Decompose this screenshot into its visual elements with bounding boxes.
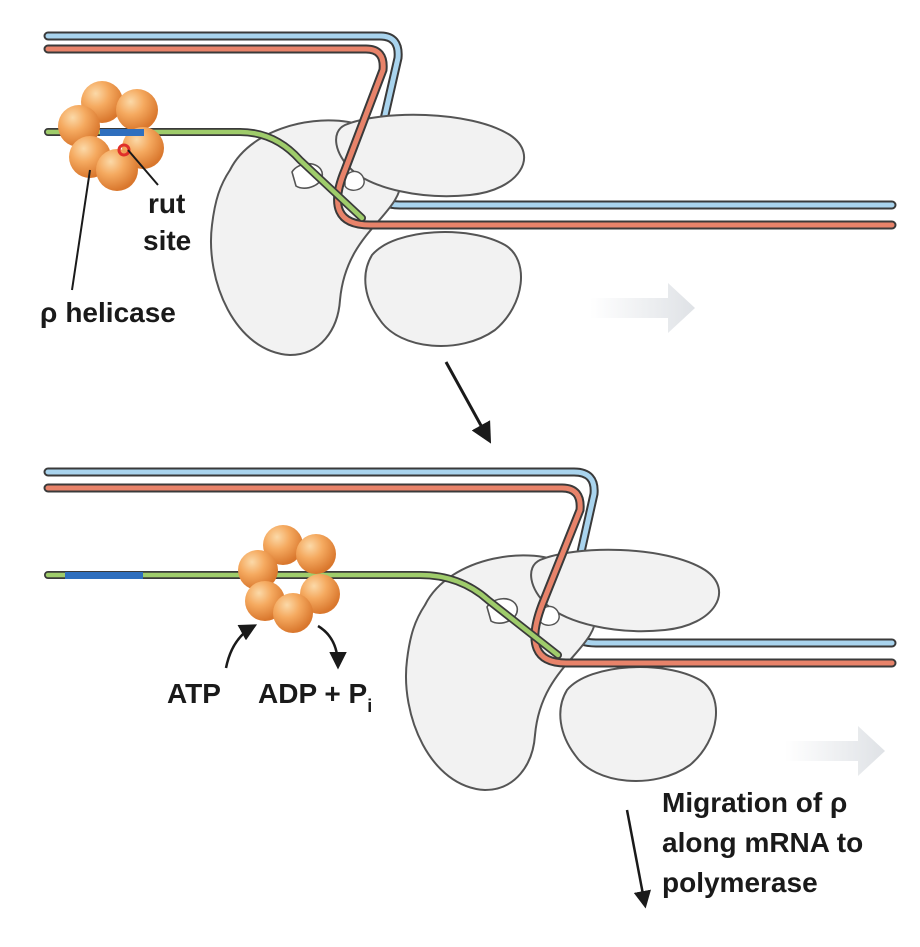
adp-pi-label: ADP + Pi bbox=[258, 678, 372, 716]
migration-arrow bbox=[625, 809, 651, 909]
rho-helicase-top bbox=[58, 81, 164, 191]
site-label: site bbox=[143, 225, 191, 256]
migration-label-line1: Migration of ρ bbox=[662, 787, 847, 818]
rho-leader-line bbox=[71, 169, 91, 291]
adp-out-arrow bbox=[317, 624, 347, 670]
rho-helicase-bottom bbox=[238, 525, 340, 633]
rna-polymerase-bottom bbox=[405, 548, 721, 792]
rna-polymerase-top bbox=[210, 113, 526, 357]
rut-leader-line bbox=[127, 149, 159, 186]
bottom-panel: ATP ADP + Pi Migration of ρ along mRNA t… bbox=[43, 467, 897, 909]
motion-arrow-bottom bbox=[785, 726, 885, 776]
rut-label: rut bbox=[148, 188, 185, 219]
step-arrow bbox=[444, 361, 492, 444]
atp-in-arrow bbox=[224, 624, 258, 669]
migration-label-line2: along mRNA to bbox=[662, 827, 863, 858]
motion-arrow-top bbox=[590, 283, 695, 333]
atp-label: ATP bbox=[167, 678, 221, 709]
rut-site-bottom bbox=[65, 572, 143, 579]
migration-label-line3: polymerase bbox=[662, 867, 818, 898]
